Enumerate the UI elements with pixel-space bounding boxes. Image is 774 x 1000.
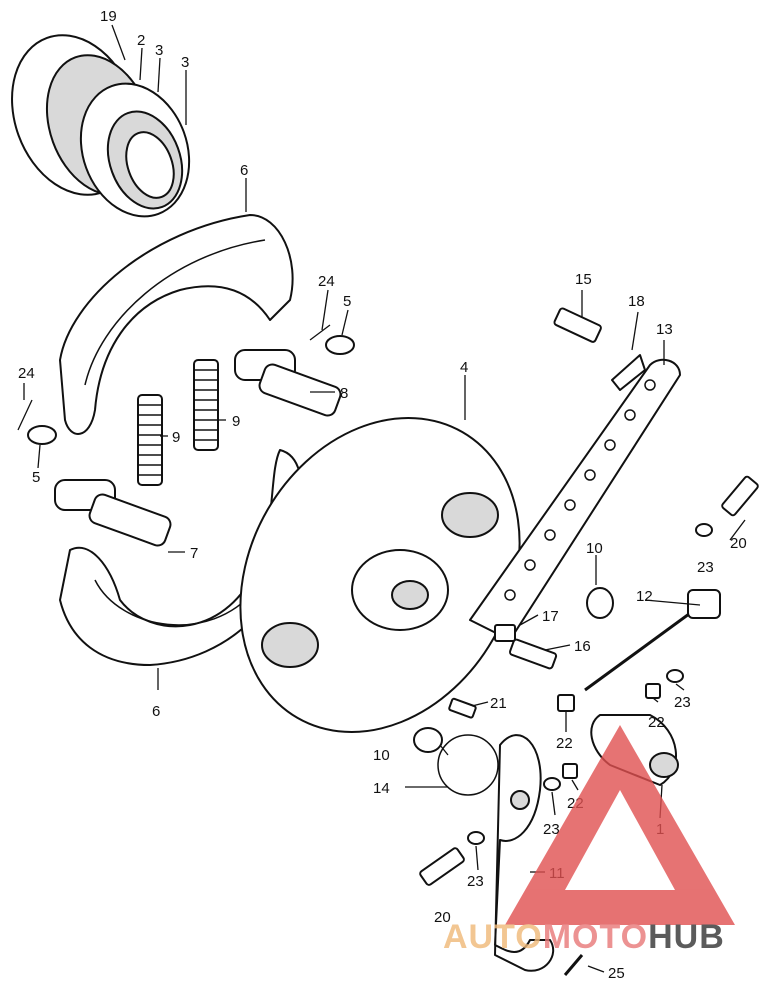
callout-24: 24 — [18, 365, 35, 382]
watermark-auto: AUTO — [443, 918, 543, 956]
callout-13: 13 — [656, 321, 673, 338]
callout-23: 23 — [467, 873, 484, 890]
callout-18: 18 — [628, 293, 645, 310]
callout-5: 5 — [32, 469, 40, 486]
brake-shoe-upper — [59, 214, 294, 435]
callout-14: 14 — [373, 780, 390, 797]
callout-9: 9 — [232, 413, 240, 430]
nut-22-c — [645, 683, 661, 699]
automotohub-watermark: AUTOMOTOHUB — [443, 725, 735, 956]
bolt-20-upper — [721, 475, 759, 517]
callout-22: 22 — [648, 714, 665, 731]
watermark-hub: HUB — [648, 918, 725, 956]
washer-upper — [325, 335, 355, 355]
callout-7: 7 — [190, 545, 198, 562]
brake-arm-11 — [494, 734, 555, 972]
callout-15: 15 — [575, 271, 592, 288]
callout-19: 19 — [100, 8, 117, 25]
callout-12: 12 — [636, 588, 653, 605]
callout-20: 20 — [434, 909, 451, 926]
callout-8: 8 — [340, 385, 348, 402]
cotter-pin-upper — [309, 324, 331, 341]
callout-23: 23 — [543, 821, 560, 838]
spring-14 — [437, 734, 499, 796]
seal-10-left — [413, 727, 443, 753]
torque-link — [469, 358, 681, 641]
callout-23: 23 — [674, 694, 691, 711]
callout-9: 9 — [172, 429, 180, 446]
callout-2: 2 — [137, 32, 145, 49]
bolt-15 — [553, 307, 602, 343]
clip-18 — [611, 354, 646, 391]
washer-23-d — [467, 831, 485, 845]
bolt-20-lower — [419, 847, 465, 886]
seal-10-right — [586, 587, 614, 619]
bolt-16 — [508, 638, 558, 670]
brake-cam-lower — [54, 479, 172, 547]
watermark-moto: MOTO — [543, 918, 648, 956]
callout-21: 21 — [490, 695, 507, 712]
nut-17 — [494, 624, 516, 642]
callout-17: 17 — [542, 608, 559, 625]
nut-22-b — [562, 763, 578, 779]
callout-5: 5 — [343, 293, 351, 310]
cotter-pin-lower — [17, 399, 33, 431]
washer-23-upper — [695, 523, 713, 537]
washer-23-c — [666, 669, 684, 683]
callout-6: 6 — [152, 703, 160, 720]
callout-22: 22 — [556, 735, 573, 752]
callout-4: 4 — [460, 359, 468, 376]
return-spring-left — [137, 394, 163, 486]
bolt-21 — [448, 697, 477, 719]
brake-cam-upper — [234, 349, 342, 417]
callout-10: 10 — [373, 747, 390, 764]
callout-10: 10 — [586, 540, 603, 557]
return-spring-right — [193, 359, 219, 451]
callout-16: 16 — [574, 638, 591, 655]
callout-6: 6 — [240, 162, 248, 179]
nut-22-a — [557, 694, 575, 712]
callout-23: 23 — [697, 559, 714, 576]
watermark-triangle-logo — [505, 725, 735, 925]
callout-24: 24 — [318, 273, 335, 290]
hub-gear-assembly — [11, 34, 191, 218]
brake-panel — [239, 417, 521, 733]
washer-23-b — [543, 777, 561, 791]
callout-20: 20 — [730, 535, 747, 552]
callout-25: 25 — [608, 965, 625, 982]
callout-3: 3 — [155, 42, 163, 59]
callout-3: 3 — [181, 54, 189, 71]
watermark-text: AUTOMOTOHUB — [443, 918, 725, 956]
pin-25 — [563, 954, 584, 976]
washer-lower — [27, 425, 57, 445]
